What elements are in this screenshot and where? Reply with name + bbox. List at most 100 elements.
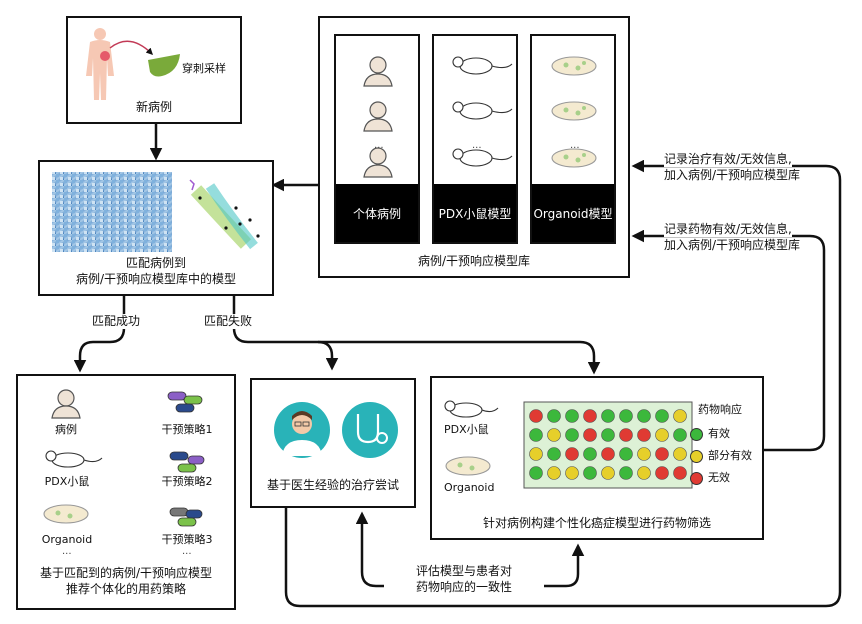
drug-response-cell [583,428,597,442]
stethoscope-icon [342,402,398,458]
drug-response-cell [655,428,669,442]
drug-response-grid [529,409,687,480]
person-icon [51,389,81,419]
pdx-label: PDX小鼠 [444,423,489,436]
pill-icon [167,391,205,527]
petri-dish-icon [43,504,89,524]
library-column-label: PDX小鼠模型 [434,184,516,242]
screening-visual [444,400,693,489]
legend-title: 药物响应 [698,403,742,416]
mouse-icon [452,56,513,167]
arrow-evaluate-to-screening [376,543,585,588]
biopsy-illustration [86,28,180,100]
heatmap-image [52,172,172,252]
biopsy-label: 穿刺采样 [182,62,226,75]
ellipsis: ... [62,546,72,557]
recommend-row-strategy: 干预策略1 [161,423,213,436]
drug-response-cell [655,409,669,423]
drug-response-cell [529,428,543,442]
drug-response-cell [547,409,561,423]
arrow-fail-to-doctor [232,296,339,371]
library-title: 病例/干预响应模型库 [417,254,531,268]
drug-response-cell [619,447,633,461]
drug-response-cell [601,409,615,423]
ellipsis: ... [374,140,384,151]
library-column-cases: ... 个体病例 [334,34,420,244]
recommend-footer-line2: 推荐个体化的用药策略 [65,582,186,596]
drug-response-cell [529,466,543,480]
arrow-screening-feedback [631,229,826,452]
library-column-organoid: ... Organoid模型 [530,34,616,244]
match-fail-label: 匹配失败 [204,314,253,329]
feedback-top-line2: 加入病例/干预响应模型库 [664,168,801,183]
legend-label: 部分有效 [708,449,752,462]
doctor-icons [274,402,398,458]
arrow-success [73,296,126,373]
new-case-box: 穿刺采样 新病例 [66,16,242,124]
matching-title-line2: 病例/干预响应模型库中的模型 [75,272,237,286]
feedback-bottom-line2: 加入病例/干预响应模型库 [664,238,801,253]
match-success-label: 匹配成功 [92,314,141,329]
drug-response-cell [601,466,615,480]
drug-response-cell [547,447,561,461]
mouse-icon [45,450,103,468]
feedback-bottom-line1: 记录药物有效/无效信息, [664,222,792,237]
library-column-label: Organoid模型 [532,184,614,242]
recommend-row-label: 病例 [55,423,77,436]
evaluate-line2: 药物响应的一致性 [384,580,544,595]
ellipsis: ... [570,140,580,151]
recommend-icons [43,389,205,527]
drug-response-cell [601,447,615,461]
drug-response-cell [619,466,633,480]
drug-response-cell [565,409,579,423]
drug-response-cell [673,409,687,423]
ellipsis: ... [472,140,482,151]
scatter-image [180,174,268,250]
feedback-top-line1: 记录治疗有效/无效信息, [664,152,792,167]
model-library-box: ... 个体病例 ... PDX小鼠模型 ... Organoid [318,16,630,278]
arrow-doctor-feedback [284,159,842,608]
drug-response-cell [637,447,651,461]
drug-response-cell [637,428,651,442]
legend-label: 有效 [708,427,730,440]
evaluate-line1: 评估模型与患者对 [384,564,544,579]
legend-dot-effective [690,428,703,441]
recommend-footer-line1: 基于匹配到的病例/干预响应模型 [39,566,213,580]
drug-response-cell [565,428,579,442]
drug-response-cell [583,447,597,461]
drug-response-cell [673,447,687,461]
recommend-row-label: Organoid [41,533,93,546]
drug-response-cell [583,466,597,480]
arrow-fail-to-screening [318,340,601,375]
drug-response-cell [529,409,543,423]
drug-response-cell [619,428,633,442]
recommend-box: 病例 干预策略1 PDX小鼠 干预策略2 Organoid 干预策略3 ... … [16,374,236,610]
doctor-icon [274,402,330,458]
drug-response-cell [619,409,633,423]
recommend-row-strategy: 干预策略3 [161,533,213,546]
drug-response-cell [601,428,615,442]
drug-response-cell [583,409,597,423]
person-icon [363,56,393,178]
mouse-icon [444,400,499,418]
drug-response-cell [547,466,561,480]
drug-response-cell [547,428,561,442]
human-body-icon [86,28,114,100]
library-column-label: 个体病例 [336,184,418,242]
matching-title-line1: 匹配病例到 [125,256,186,270]
petri-dish-icon [445,456,491,476]
drug-response-cell [565,466,579,480]
drug-response-cell [673,428,687,442]
drug-response-cell [637,409,651,423]
petri-dish-icon [551,56,597,168]
legend-dot-partial [690,450,703,463]
drug-response-cell [655,447,669,461]
drug-response-cell [655,466,669,480]
drug-response-cell [673,466,687,480]
legend-label: 无效 [708,471,730,484]
drug-response-cell [529,447,543,461]
ellipsis: ... [182,546,192,557]
matching-box: 匹配病例到 病例/干预响应模型库中的模型 [38,160,274,296]
arrow-evaluate-to-doctor [355,511,377,588]
doctor-title: 基于医生经验的治疗尝试 [266,478,399,492]
